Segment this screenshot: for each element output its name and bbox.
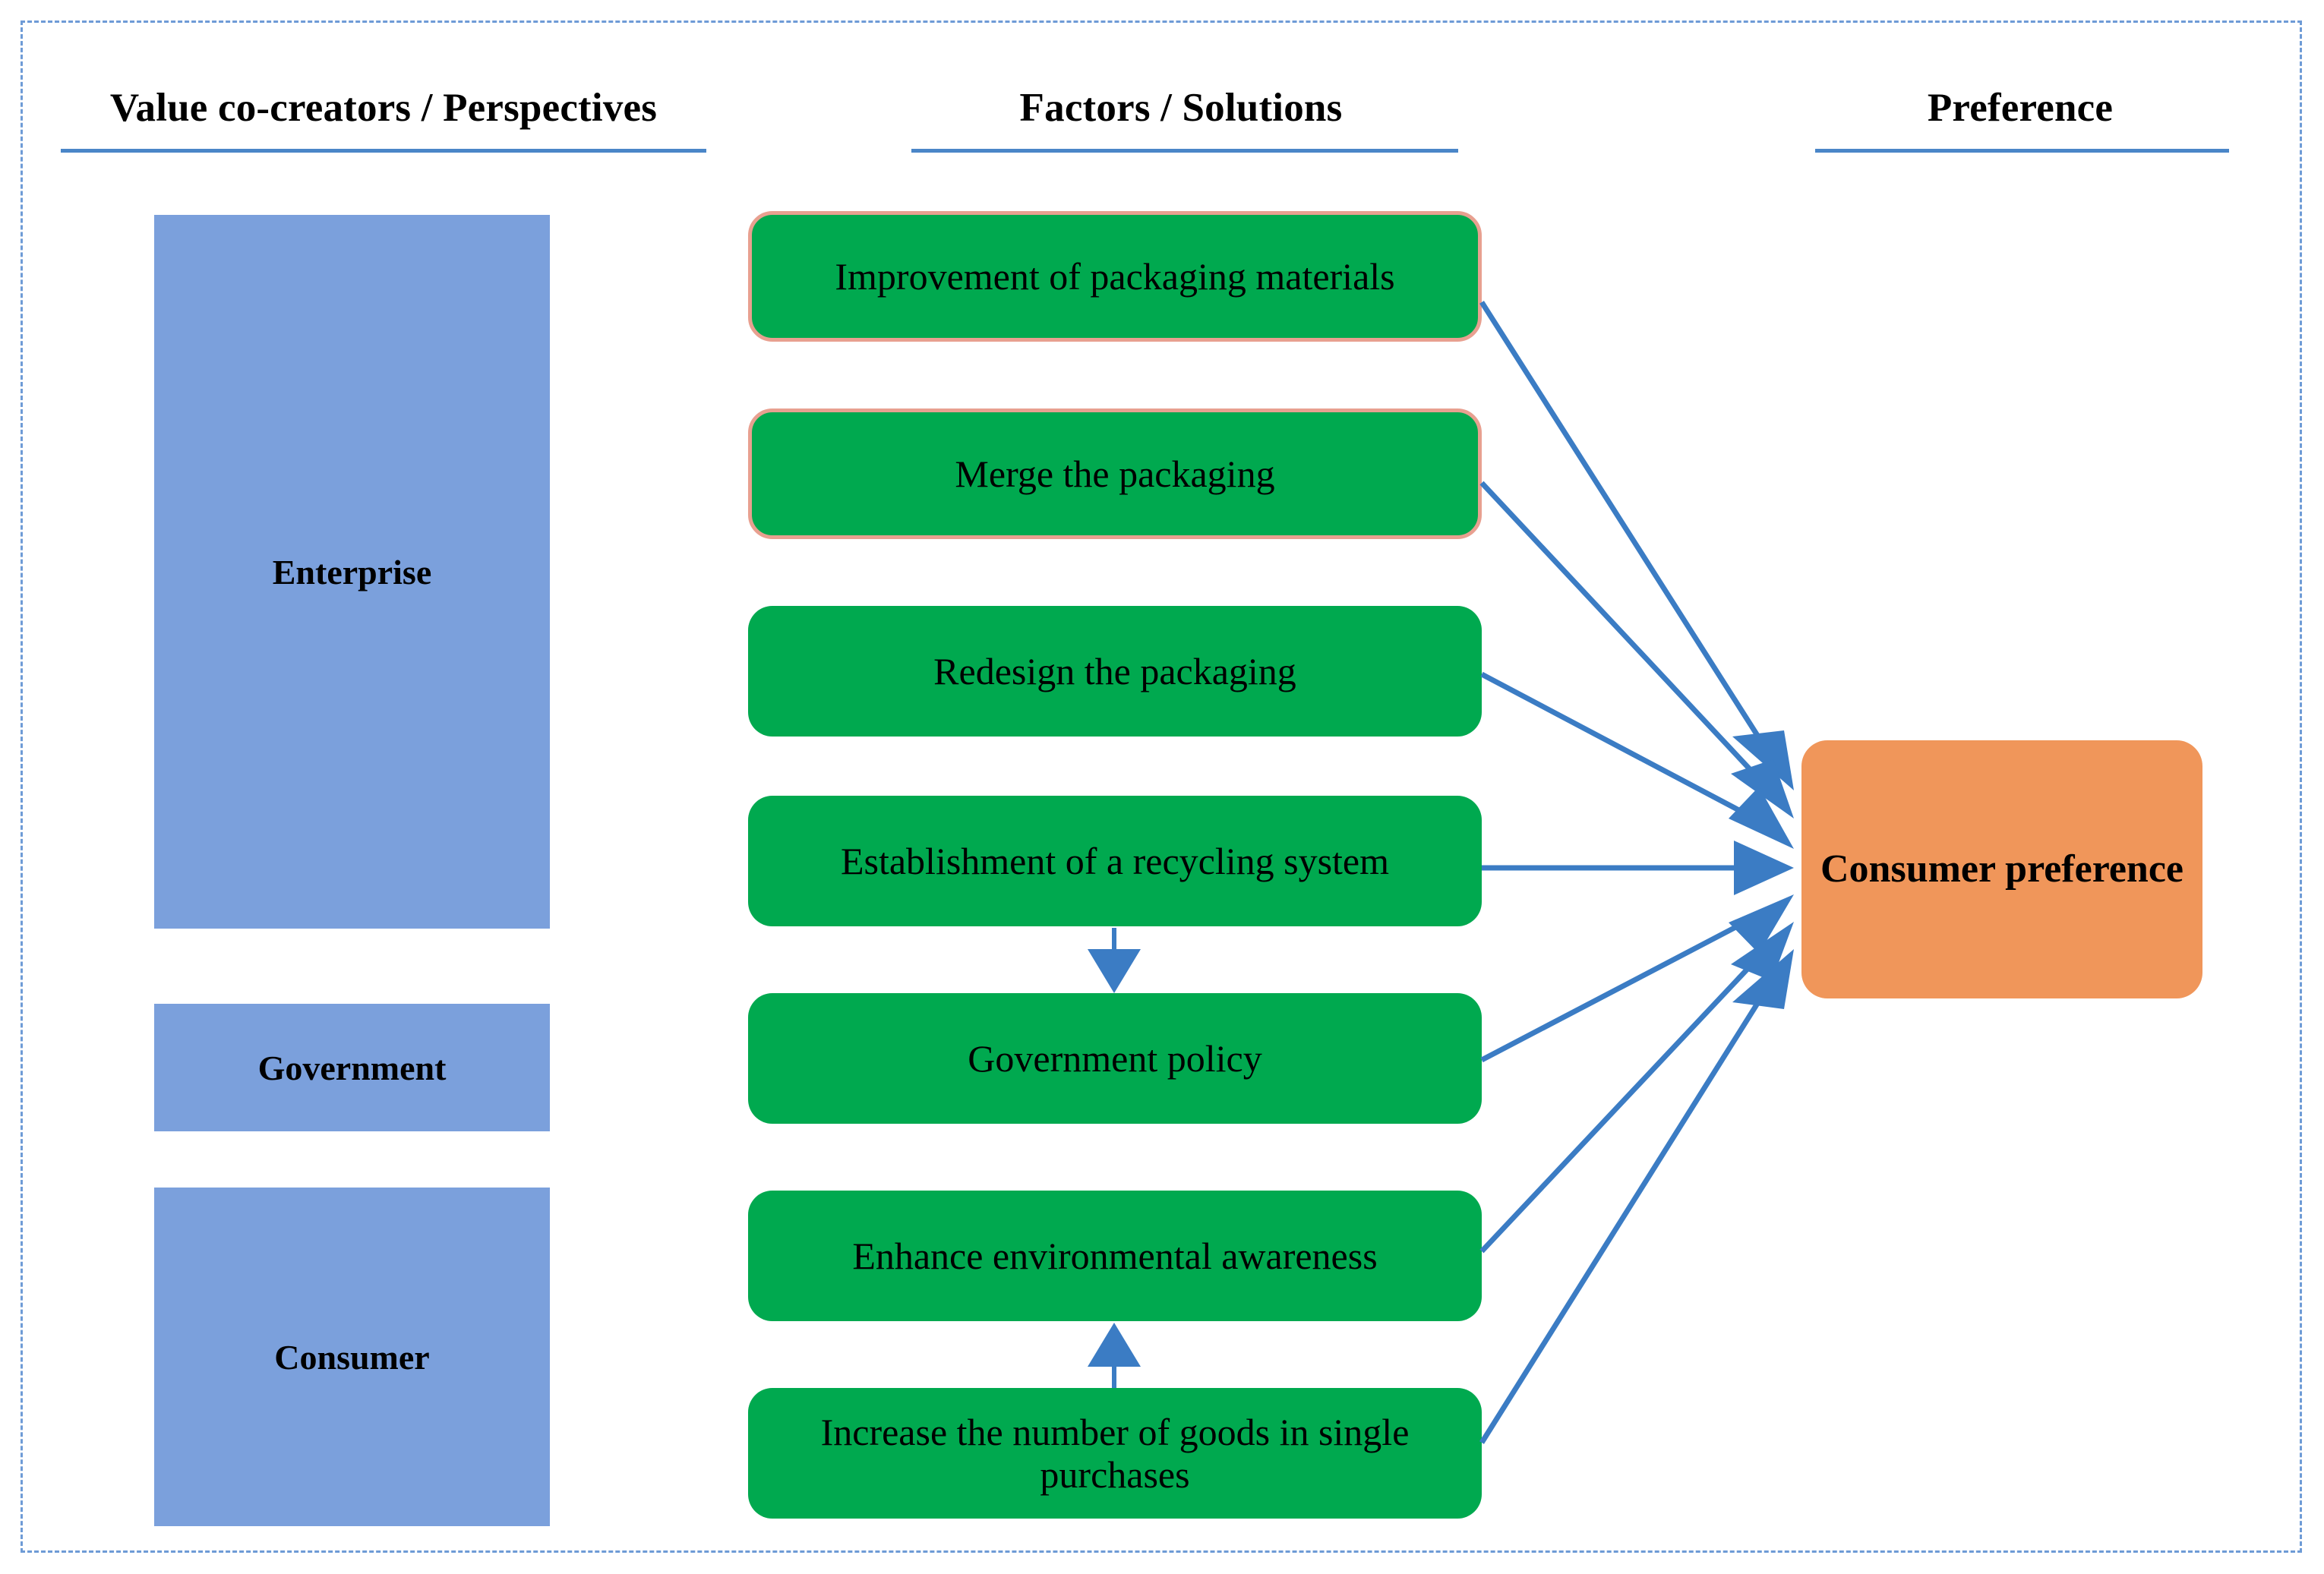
- arrow-merge-to-preference: [1479, 481, 1794, 819]
- arrow-redesign-to-preference: [1480, 671, 1794, 849]
- factor-box-merge-the-packaging[interactable]: Merge the packaging: [748, 408, 1482, 539]
- factor-box-enhance-environmental-awareness[interactable]: Enhance environmental awareness: [748, 1191, 1482, 1321]
- column-header-factors-solutions: Factors / Solutions: [1019, 86, 1343, 130]
- column-header-value-co-creators: Value co-creators / Perspectives: [109, 86, 658, 130]
- arrow-improvement-to-preference: [1479, 301, 1794, 790]
- arrow-increase-goods-to-environmental-awareness: [1088, 1323, 1141, 1388]
- header-rule-middle: [911, 149, 1458, 153]
- factor-box-increase-the-number-of-goods-in-single-purchases[interactable]: Increase the number of goods in single p…: [748, 1388, 1482, 1519]
- perspective-box-enterprise[interactable]: Enterprise: [154, 215, 550, 929]
- perspective-box-government[interactable]: Government: [154, 1004, 550, 1131]
- factor-box-establishment-of-a-recycling-system[interactable]: Establishment of a recycling system: [748, 796, 1482, 926]
- arrows-to-preference: [1479, 301, 1794, 1444]
- arrow-environmental-awareness-to-preference: [1479, 922, 1794, 1254]
- preference-box-consumer-preference[interactable]: Consumer preference: [1801, 740, 2202, 998]
- perspective-box-consumer[interactable]: Consumer: [154, 1188, 550, 1526]
- header-rule-left: [61, 149, 706, 153]
- header-rule-right: [1815, 149, 2229, 153]
- arrows-between-factors: [1088, 928, 1141, 1388]
- arrow-recycling-to-preference: [1482, 841, 1794, 895]
- arrow-recycling-to-government-policy: [1088, 928, 1141, 993]
- factor-box-government-policy[interactable]: Government policy: [748, 993, 1482, 1124]
- column-header-preference: Preference: [1927, 86, 2114, 130]
- factor-box-improvement-of-packaging-materials[interactable]: Improvement of packaging materials: [748, 211, 1482, 342]
- arrow-government-policy-to-preference: [1480, 894, 1794, 1063]
- factor-box-redesign-the-packaging[interactable]: Redesign the packaging: [748, 606, 1482, 737]
- arrow-increase-goods-to-preference: [1479, 949, 1794, 1444]
